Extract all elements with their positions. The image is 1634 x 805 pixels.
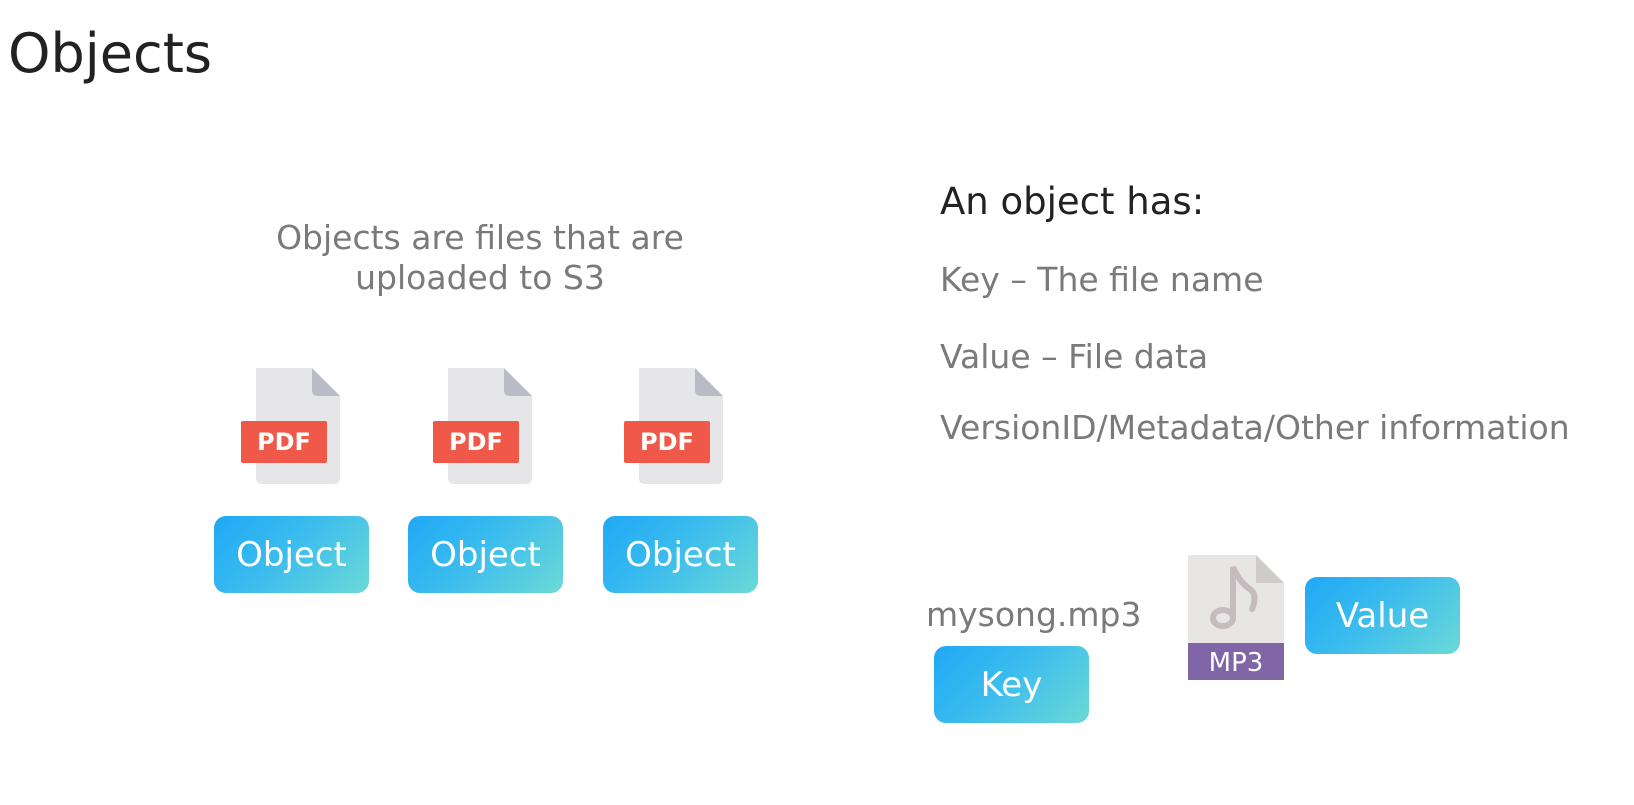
pdf-icon-label: PDF — [449, 428, 503, 456]
pdf-icon-label: PDF — [640, 428, 694, 456]
pdf-file-icon: PDF — [241, 368, 340, 484]
caption-line-1: Objects are files that are — [276, 218, 684, 257]
mp3-file-icon: MP3 — [1188, 555, 1284, 680]
value-pill: Value — [1305, 577, 1460, 654]
object-pill: Object — [408, 516, 563, 593]
music-note-icon — [1210, 565, 1258, 629]
pdf-file-icon: PDF — [433, 368, 532, 484]
objects-caption: Objects are files that are uploaded to S… — [250, 218, 710, 298]
mp3-icon-label: MP3 — [1209, 648, 1264, 678]
page-title: Objects — [8, 22, 213, 85]
object-pill: Object — [603, 516, 758, 593]
property-other: VersionID/Metadata/Other information — [940, 408, 1570, 447]
key-pill: Key — [934, 646, 1089, 723]
caption-line-2: uploaded to S3 — [355, 258, 605, 297]
object-pill: Object — [214, 516, 369, 593]
properties-heading: An object has: — [940, 180, 1205, 223]
pdf-file-icon: PDF — [624, 368, 723, 484]
property-key: Key – The file name — [940, 260, 1264, 299]
property-value: Value – File data — [940, 337, 1209, 376]
pdf-icon-label: PDF — [257, 428, 311, 456]
example-filename: mysong.mp3 — [926, 595, 1142, 634]
